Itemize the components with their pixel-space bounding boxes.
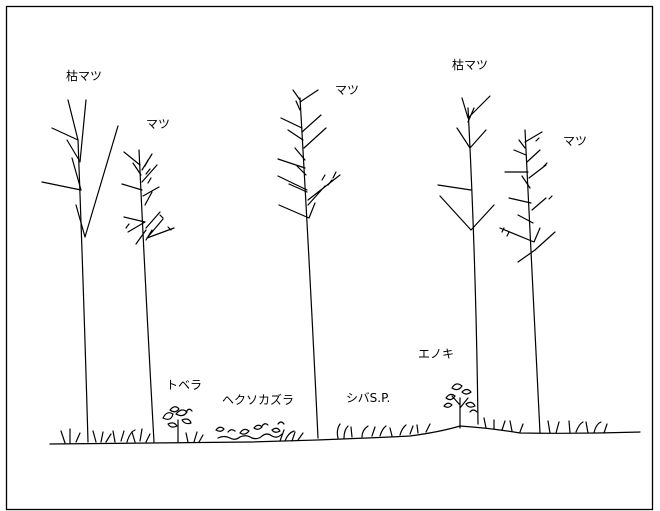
diagram-border bbox=[5, 5, 654, 511]
pine-tree-3 bbox=[277, 89, 341, 439]
label-shiba: シバS.P. bbox=[346, 391, 391, 405]
label-pine-2: マツ bbox=[335, 83, 360, 97]
pine-tree-2 bbox=[121, 149, 175, 443]
label-dead-pine-1: 枯マツ bbox=[66, 69, 103, 83]
enoki-shrub bbox=[443, 383, 478, 429]
ground-line bbox=[49, 425, 641, 445]
label-hekusokazura: ヘクソカズラ bbox=[222, 393, 295, 407]
dead-pine-tree-4 bbox=[437, 95, 495, 425]
label-dead-pine-2: 枯マツ bbox=[452, 58, 489, 72]
hekusokazura-vine bbox=[215, 421, 285, 440]
grass-tufts bbox=[60, 417, 608, 444]
pine-tree-5 bbox=[499, 129, 556, 434]
label-pine-1: マツ bbox=[146, 117, 171, 131]
dead-pine-tree-1 bbox=[41, 99, 119, 443]
label-tobera: トベラ bbox=[166, 378, 203, 392]
tobera-shrub bbox=[162, 406, 193, 443]
label-enoki: エノキ bbox=[418, 347, 455, 361]
label-pine-3: マツ bbox=[563, 134, 588, 148]
